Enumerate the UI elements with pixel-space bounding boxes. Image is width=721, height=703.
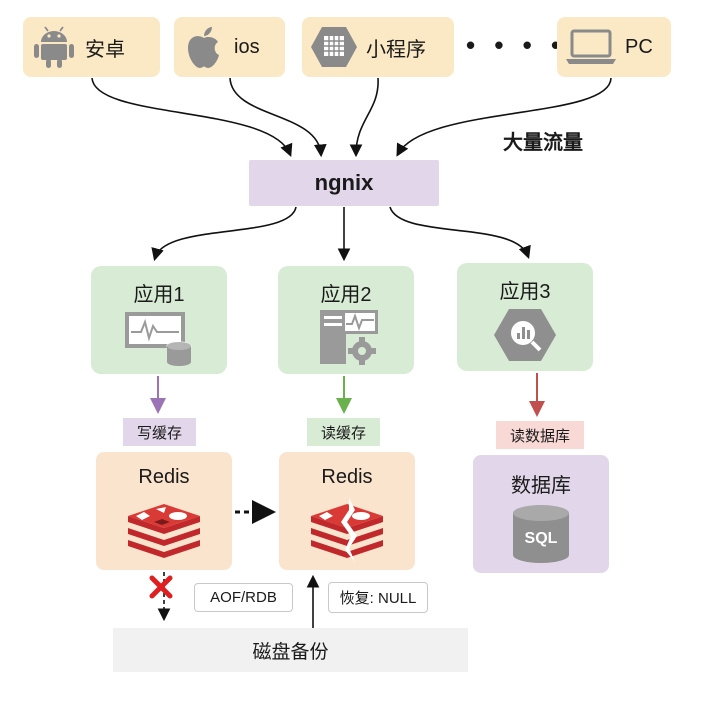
arrow-ios-to-nginx <box>229 77 327 158</box>
app-2: 应用2 <box>278 266 414 374</box>
mini-program-icon <box>311 27 357 67</box>
arrow-nginx-to-app1 <box>151 206 297 262</box>
arrow-mini-to-nginx <box>349 77 379 158</box>
client-pc: PC <box>557 17 671 77</box>
redis-replica: Redis <box>279 452 415 570</box>
read-cache-tag: 读缓存 <box>307 418 380 446</box>
redis-title: Redis <box>321 466 373 488</box>
analytics-hexagon-icon <box>494 309 556 361</box>
database-node: 数据库 SQL <box>473 455 609 573</box>
arrow-nginx-to-app3 <box>389 206 531 260</box>
client-label: PC <box>625 35 653 58</box>
monitor-db-icon <box>125 312 192 366</box>
database-title: 数据库 <box>511 475 571 497</box>
redis-icon <box>128 504 200 558</box>
laptop-icon <box>566 29 616 64</box>
restore-note: 恢复: NULL <box>328 582 428 613</box>
nginx-node: ngnix <box>249 160 439 206</box>
app-3: 应用3 <box>457 263 593 371</box>
app-title: 应用3 <box>499 281 551 303</box>
persist-note: AOF/RDB <box>194 583 293 612</box>
client-label: ios <box>234 35 260 58</box>
server-gear-icon <box>320 310 378 365</box>
arrow-pc-to-nginx <box>396 77 612 157</box>
traffic-label: 大量流量 <box>503 132 583 154</box>
arrow-android-to-nginx <box>91 77 293 157</box>
read-db-tag: 读数据库 <box>496 421 584 449</box>
apple-icon <box>188 27 219 68</box>
app-title: 应用1 <box>133 284 185 306</box>
client-android: 安卓 <box>23 17 160 77</box>
redis-broken-icon <box>311 498 383 562</box>
client-label: 安卓 <box>85 38 125 61</box>
client-mini-program: 小程序 <box>302 17 454 77</box>
redis-primary: Redis <box>96 452 232 570</box>
sql-label: SQL <box>525 530 558 547</box>
client-ios: ios <box>174 17 285 77</box>
sql-database-icon: SQL <box>513 505 569 563</box>
client-label: 小程序 <box>366 38 426 61</box>
android-icon <box>34 26 74 68</box>
write-cache-tag: 写缓存 <box>123 418 196 446</box>
app-1: 应用1 <box>91 266 227 374</box>
more-clients-ellipsis: • • • • <box>466 30 567 60</box>
redis-title: Redis <box>138 466 190 488</box>
app-title: 应用2 <box>320 284 372 306</box>
disk-backup: 磁盘备份 <box>113 628 468 672</box>
fail-cross-icon <box>149 575 173 599</box>
